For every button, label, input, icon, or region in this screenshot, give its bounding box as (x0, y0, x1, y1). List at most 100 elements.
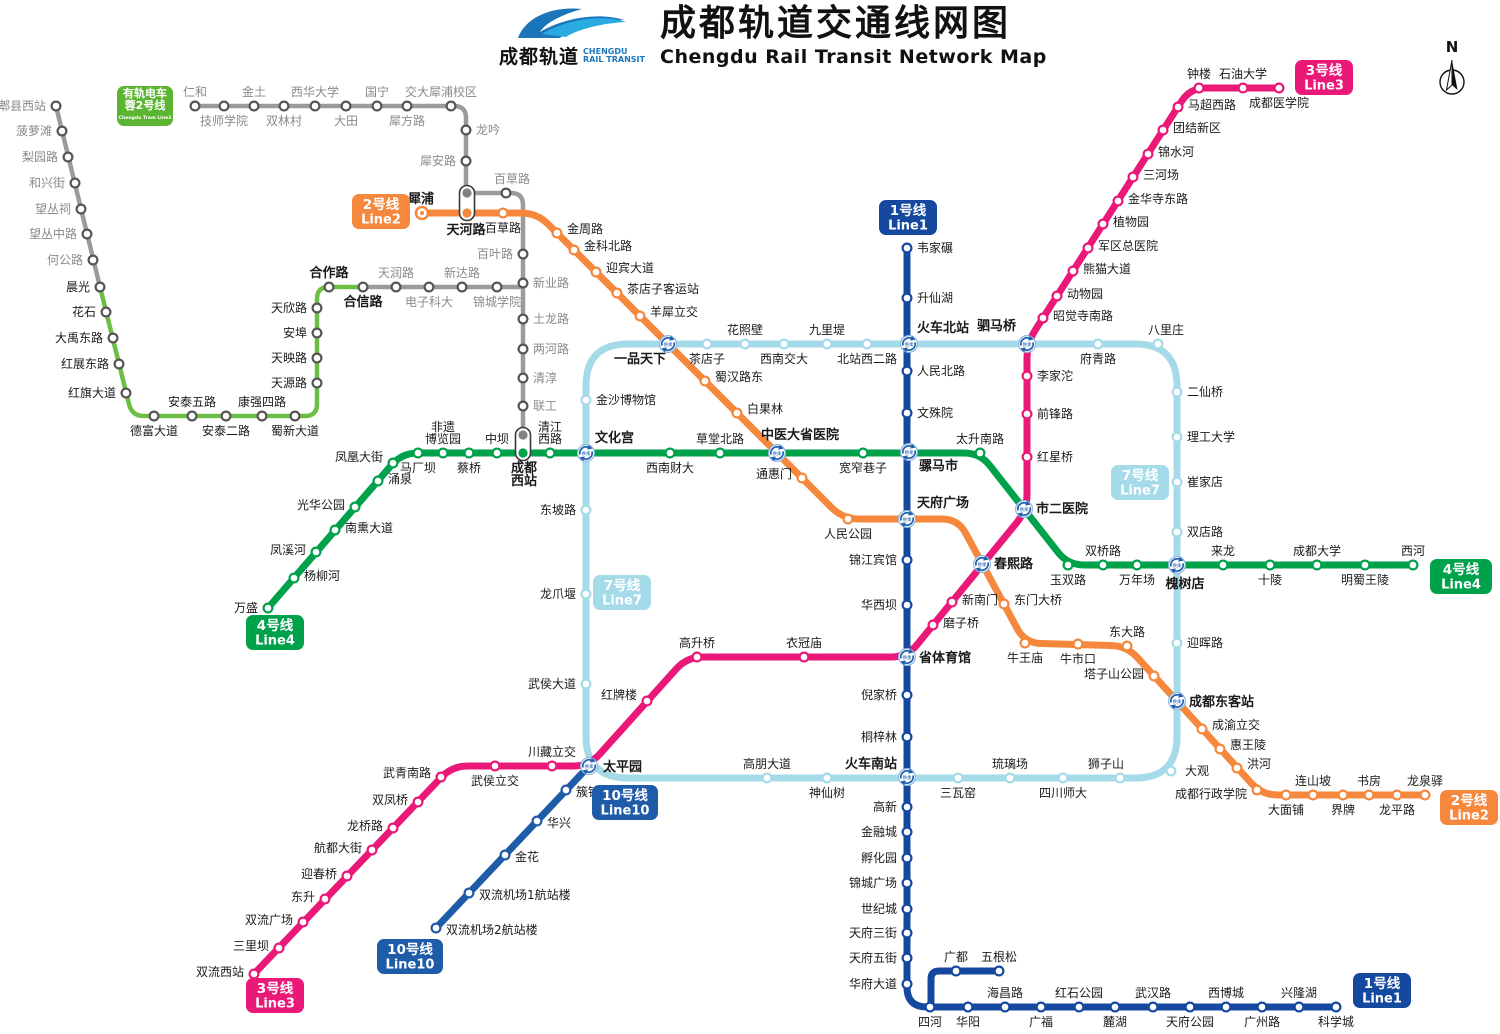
station-label: 连山坡 (1295, 773, 1331, 788)
station-dot (387, 822, 399, 834)
station-dot (1171, 431, 1183, 443)
station-label: 华兴 (547, 816, 571, 830)
station-dot (1407, 559, 1419, 571)
station-dot (75, 203, 87, 215)
station-dot (435, 771, 447, 783)
station-label: 金科北路 (584, 238, 632, 253)
station-label: 武汉路 (1135, 985, 1171, 1000)
station-dot (288, 572, 300, 584)
station-label: 广福 (1029, 1014, 1053, 1029)
station-label: 文殊院 (917, 405, 953, 420)
station-label: 百叶路 (477, 246, 513, 261)
interchange-icon: 换乘 (900, 335, 918, 353)
station-label: 三瓦窑 (940, 785, 976, 800)
station-label: 昭觉寺南路 (1053, 308, 1113, 323)
station-label: 安泰五路 (168, 394, 216, 409)
station-label: 华阳 (956, 1015, 980, 1029)
station-dot (1097, 559, 1109, 571)
station-label: 交大犀浦校区 (405, 84, 477, 99)
station-dot (81, 228, 93, 240)
interchange-arrow (975, 557, 986, 566)
station-label: 东坡路 (540, 502, 576, 517)
station-dot (901, 903, 913, 915)
station-label: 涌泉 (388, 472, 412, 486)
station-dot (1311, 559, 1323, 571)
station-label: 双店路 (1187, 524, 1223, 539)
station-label: 西博城 (1208, 985, 1244, 1000)
station-dot (998, 598, 1010, 610)
station-dot (1114, 772, 1126, 784)
station-label: 茶店子 (689, 351, 725, 366)
station-dot (1152, 338, 1164, 350)
line-badge-zh: 4号线 (257, 617, 294, 634)
interchange-arrow (582, 451, 593, 460)
line-badge (1353, 973, 1411, 1008)
station-label: 金周路 (567, 221, 603, 236)
station-label: 槐树店 (1164, 576, 1204, 592)
station-label: 琉璃场 (992, 757, 1028, 771)
station-label: 三里坝 (233, 939, 269, 953)
station-label: 前锋路 (1037, 406, 1073, 421)
station-label: 龙吟 (476, 122, 500, 137)
station-label: 倪家桥 (861, 687, 897, 702)
station-dot (1171, 637, 1183, 649)
station-label: 晨光 (66, 280, 90, 294)
station-dot (1251, 784, 1263, 796)
station-label: 新达路 (444, 265, 480, 280)
page-subtitle: Chengdu Rail Transit Network Map (660, 45, 1047, 68)
line-badge-en: Line3 (1304, 79, 1344, 94)
station-dot (1073, 1001, 1085, 1013)
station-dot (590, 266, 602, 278)
station-dot (1097, 218, 1109, 230)
interchange-icon: 换乘 (900, 443, 918, 461)
station-label: 西南财大 (646, 460, 694, 475)
interchange-icon: 换乘 (898, 510, 916, 528)
station-label: 万年场 (1119, 573, 1155, 587)
interchange-arrow (661, 337, 672, 346)
station-dot (278, 100, 290, 112)
station-label: 牛王庙 (1007, 650, 1043, 665)
station-label: 钟楼 (1187, 66, 1211, 81)
station-label: 人民公园 (824, 527, 872, 541)
station-label: 广州路 (1244, 1014, 1280, 1029)
station-dot (952, 772, 964, 784)
station-label: 成都 (511, 460, 537, 476)
compass-n-label: N (1446, 38, 1459, 56)
station-label: 东升 (291, 890, 315, 904)
station-dot (248, 100, 260, 112)
station-label: 磨子桥 (943, 616, 979, 630)
line-badge (593, 575, 651, 610)
station-label: 双流机场1航站楼 (479, 887, 571, 902)
station-label: 中医大省医院 (761, 427, 839, 443)
line-badge-en: Line2 (361, 213, 401, 228)
station-dot (901, 801, 913, 813)
station-label: 高新 (873, 799, 897, 814)
station-dot (580, 678, 592, 690)
station-label: 天润路 (378, 265, 414, 280)
line-badge-label: 有轨电车 (123, 86, 167, 100)
station-label: 通惠门 (756, 466, 792, 481)
station-dot (798, 651, 810, 663)
station-dot (1171, 526, 1183, 538)
station-dot (1148, 670, 1160, 682)
interchange-arrowhead (587, 444, 593, 450)
station-label: 锦城学院 (473, 294, 521, 309)
compass-needle-light (1445, 59, 1453, 92)
station-label: 天府广场 (917, 495, 969, 511)
station-label: 双桥路 (1085, 543, 1121, 558)
station-label: 大观 (1185, 764, 1209, 778)
line-badge (879, 200, 937, 235)
station-label: 省体育馆 (918, 650, 971, 666)
interchange-arrowhead (902, 347, 908, 353)
station-dot (357, 281, 369, 293)
station-dot (220, 410, 232, 422)
interchange-arrow (1023, 342, 1034, 351)
interchange-arrow (1020, 507, 1031, 516)
station-label: 犀浦 (408, 191, 434, 207)
logo-zh-text: 成都轨道 (499, 46, 580, 68)
station-dot (1256, 1001, 1268, 1013)
station-dot (641, 695, 653, 707)
station-label: 军区总医院 (1098, 239, 1158, 253)
station-label: 金沙博物馆 (596, 392, 656, 407)
station-dot (1019, 637, 1031, 649)
